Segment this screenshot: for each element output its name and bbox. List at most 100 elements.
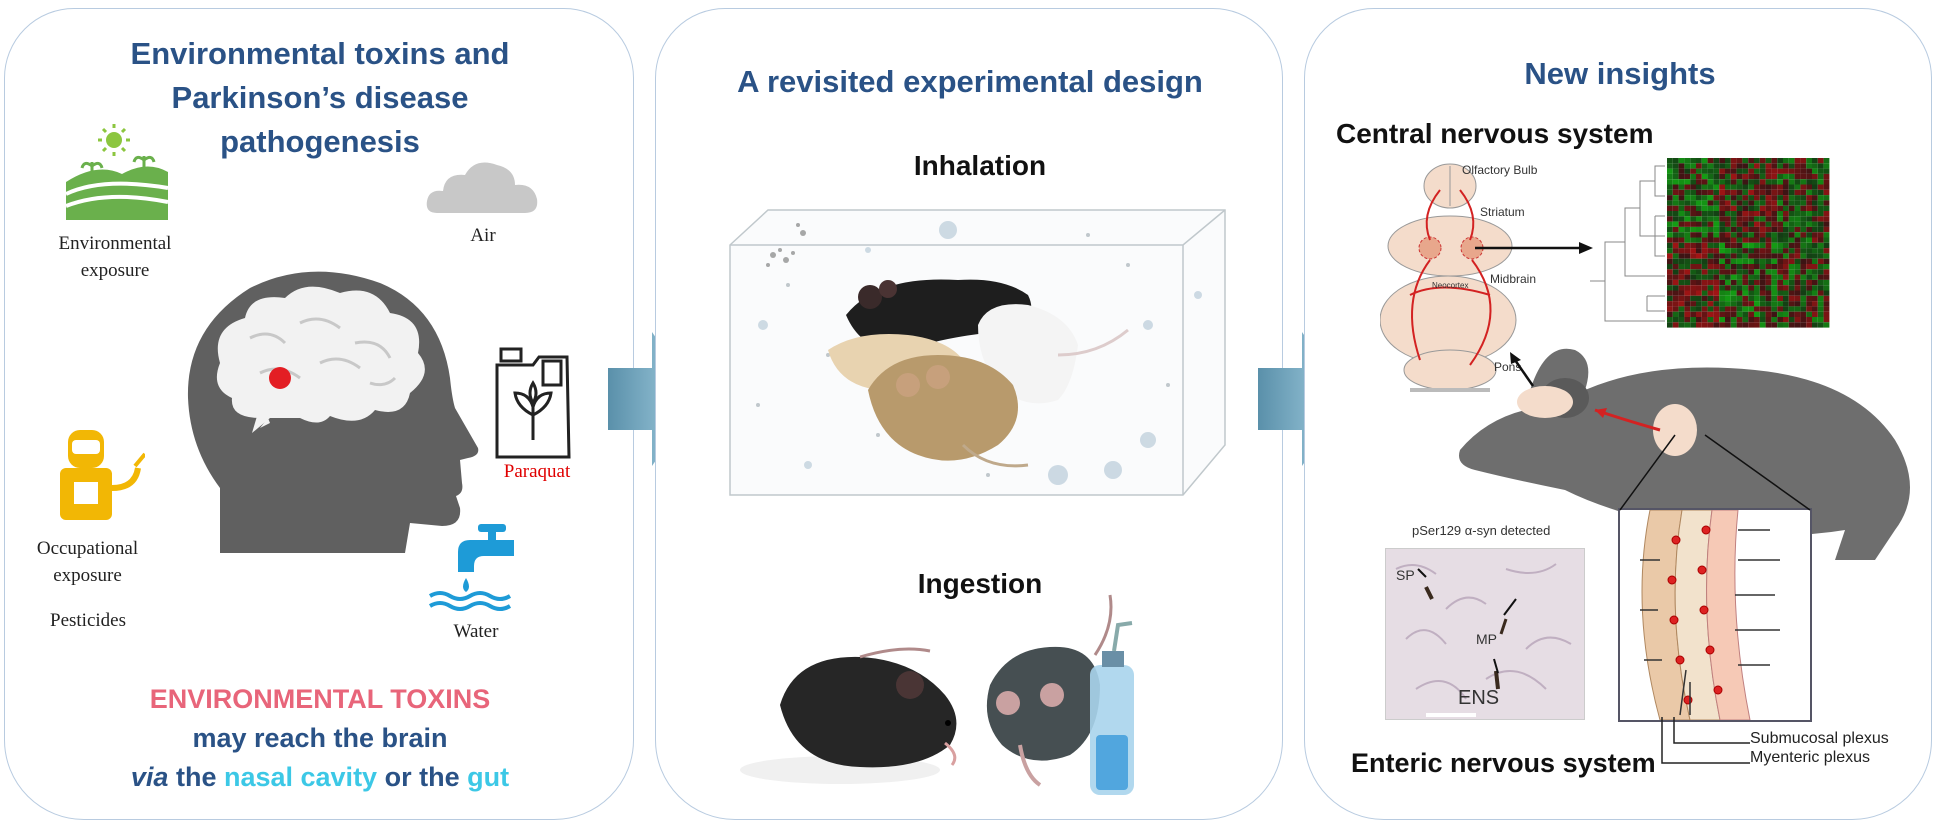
- heatmap-cell: [1800, 295, 1807, 302]
- heatmap-cell: [1748, 221, 1754, 227]
- panel2-title: A revisited experimental design: [737, 64, 1203, 99]
- heatmap-cell: [1800, 173, 1807, 180]
- heatmap-cell: [1713, 158, 1720, 164]
- heatmap-cell: [1713, 242, 1720, 249]
- heatmap-cell: [1817, 322, 1824, 328]
- heatmap-cell: [1730, 269, 1737, 275]
- heatmap-cell: [1678, 301, 1685, 307]
- heatmap-cell: [1759, 173, 1766, 180]
- heatmap-cell: [1754, 168, 1760, 174]
- heatmap-cell: [1788, 221, 1795, 227]
- heatmap-cell: [1777, 248, 1783, 254]
- heatmap-cell: [1736, 200, 1743, 206]
- heatmap-cell: [1771, 158, 1778, 164]
- heatmap-cell: [1730, 285, 1737, 291]
- heatmap-cell: [1678, 248, 1685, 254]
- heatmap-cell: [1783, 317, 1789, 323]
- heatmap-cell: [1817, 248, 1824, 254]
- heatmap-cell: [1788, 258, 1795, 264]
- heatmap-cell: [1765, 264, 1772, 270]
- heatmap-cell: [1812, 179, 1818, 185]
- heatmap-cell: [1690, 285, 1696, 291]
- heatmap-cell: [1696, 285, 1702, 291]
- heatmap-cell: [1725, 216, 1731, 222]
- ingestion-mice-illustration: [740, 585, 1160, 800]
- heatmap-cell: [1765, 195, 1772, 201]
- heatmap-cell: [1690, 158, 1696, 164]
- heatmap-cell: [1713, 290, 1720, 296]
- heatmap-cell: [1817, 168, 1824, 174]
- heatmap-cell: [1678, 226, 1685, 233]
- heatmap-cell: [1806, 258, 1812, 264]
- heatmap-cell: [1777, 242, 1783, 249]
- heatmap-cell: [1806, 221, 1812, 227]
- heatmap-cell: [1794, 232, 1801, 238]
- heatmap-cell: [1696, 158, 1702, 164]
- heatmap-cell: [1817, 216, 1824, 222]
- heatmap-cell: [1719, 195, 1725, 201]
- ingestion-label: Ingestion: [917, 568, 1043, 599]
- heatmap-cell: [1719, 279, 1725, 286]
- heatmap-cell: [1725, 163, 1731, 169]
- heatmap-cell: [1823, 295, 1830, 302]
- heatmap-cell: [1754, 173, 1760, 180]
- heatmap-cell: [1806, 216, 1812, 222]
- heatmap-cell: [1748, 168, 1754, 174]
- heatmap-cell: [1667, 200, 1673, 206]
- heatmap-cell: [1765, 248, 1772, 254]
- heatmap-cell: [1701, 242, 1708, 249]
- heatmap-cell: [1806, 264, 1812, 270]
- heatmap-cell: [1725, 274, 1731, 280]
- heatmap-cell: [1748, 173, 1754, 180]
- heatmap-cell: [1667, 195, 1673, 201]
- heatmap-cell: [1701, 253, 1708, 259]
- heatmap-cell: [1684, 253, 1691, 259]
- heatmap-cell: [1690, 264, 1696, 270]
- heatmap-cell: [1725, 295, 1731, 302]
- heatmap-cell: [1812, 189, 1818, 196]
- heatmap-cell: [1713, 200, 1720, 206]
- heatmap-cell: [1742, 163, 1749, 169]
- heatmap-cell: [1812, 285, 1818, 291]
- heatmap-cell: [1765, 211, 1772, 217]
- heatmap-cell: [1713, 216, 1720, 222]
- heatmap-cell: [1684, 285, 1691, 291]
- heatmap-cell: [1678, 285, 1685, 291]
- heatmap-cell: [1707, 184, 1714, 190]
- heatmap-cell: [1788, 195, 1795, 201]
- heatmap-cell: [1736, 269, 1743, 275]
- heatmap-cell: [1719, 168, 1725, 174]
- heatmap-cell: [1684, 226, 1691, 233]
- heatmap-cell: [1806, 211, 1812, 217]
- heatmap-cell: [1806, 301, 1812, 307]
- heatmap-cell: [1759, 195, 1766, 201]
- heatmap-cell: [1713, 279, 1720, 286]
- heatmap-cell: [1794, 274, 1801, 280]
- heatmap-cell: [1730, 258, 1737, 264]
- heatmap-cell: [1707, 301, 1714, 307]
- heatmap-cell: [1742, 295, 1749, 302]
- heatmap-cell: [1800, 232, 1807, 238]
- heatmap-cell: [1748, 306, 1754, 312]
- heatmap-cell: [1754, 221, 1760, 227]
- heatmap-cell: [1788, 242, 1795, 249]
- heatmap-cell: [1678, 189, 1685, 196]
- gut-wall-schematic: [1618, 508, 1812, 722]
- heatmap-cell: [1690, 253, 1696, 259]
- heatmap-cell: [1696, 163, 1702, 169]
- heatmap-cell: [1672, 232, 1679, 238]
- heatmap-cell: [1748, 163, 1754, 169]
- heatmap-cell: [1730, 242, 1737, 249]
- heatmap-cell: [1707, 205, 1714, 211]
- heatmap-cell: [1672, 285, 1679, 291]
- heatmap-cell: [1725, 205, 1731, 211]
- plexus-leader-lines: [1660, 715, 1755, 775]
- heatmap-cell: [1806, 173, 1812, 180]
- heatmap-cell: [1759, 258, 1766, 264]
- heatmap-cell: [1678, 184, 1685, 190]
- heatmap-cell: [1788, 179, 1795, 185]
- heatmap-cell: [1667, 184, 1673, 190]
- heatmap-cell: [1754, 264, 1760, 270]
- heatmap-cell: [1754, 232, 1760, 238]
- heatmap-cell: [1759, 232, 1766, 238]
